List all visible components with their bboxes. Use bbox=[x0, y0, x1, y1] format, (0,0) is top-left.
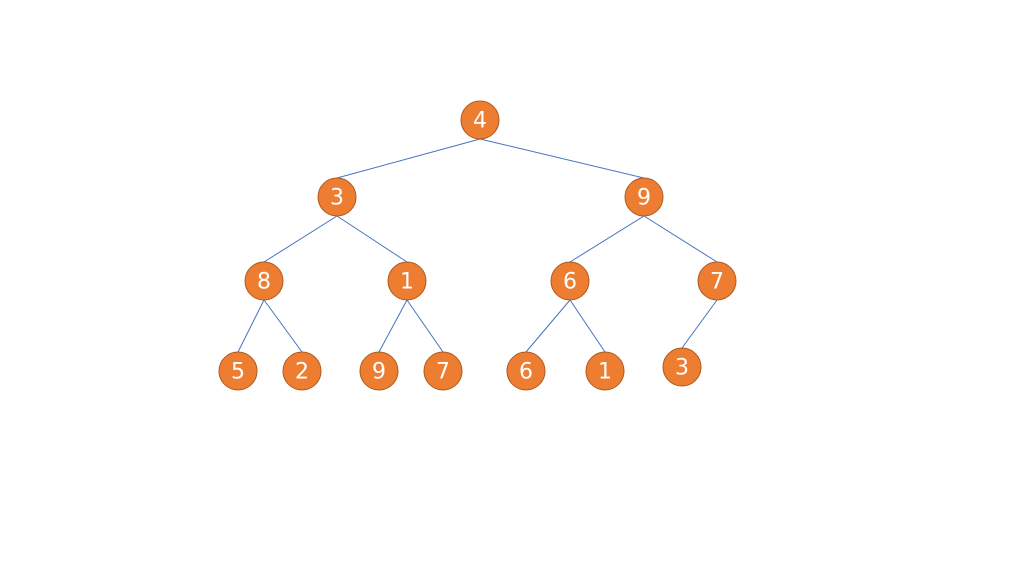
tree-node-n9: 9 bbox=[359, 351, 399, 391]
node-circle bbox=[460, 100, 500, 140]
tree-node-n6: 7 bbox=[697, 261, 737, 301]
edge-n5-n12 bbox=[569, 299, 606, 353]
tree-node-n5: 6 bbox=[550, 261, 590, 301]
edge-n4-n10 bbox=[406, 299, 444, 353]
tree-node-n10: 7 bbox=[423, 351, 463, 391]
node-circle bbox=[218, 351, 258, 391]
tree-edges bbox=[237, 138, 718, 353]
node-circle bbox=[244, 261, 284, 301]
node-circle bbox=[423, 351, 463, 391]
tree-node-n2: 9 bbox=[624, 177, 664, 217]
edge-n0-n1 bbox=[336, 138, 481, 179]
tree-node-n8: 2 bbox=[282, 351, 322, 391]
tree-node-n4: 1 bbox=[387, 261, 427, 301]
edge-n3-n8 bbox=[263, 299, 303, 353]
node-circle bbox=[662, 347, 702, 387]
node-label: 4 bbox=[473, 109, 487, 134]
node-label: 5 bbox=[231, 360, 245, 385]
node-circle bbox=[282, 351, 322, 391]
tree-node-n3: 8 bbox=[244, 261, 284, 301]
edge-n1-n3 bbox=[263, 215, 338, 263]
node-circle bbox=[550, 261, 590, 301]
node-circle bbox=[387, 261, 427, 301]
node-label: 9 bbox=[372, 360, 386, 385]
edge-n1-n4 bbox=[336, 215, 408, 263]
node-label: 3 bbox=[675, 356, 689, 381]
node-circle bbox=[359, 351, 399, 391]
tree-node-n1: 3 bbox=[317, 177, 357, 217]
node-label: 8 bbox=[257, 270, 271, 295]
node-circle bbox=[585, 351, 625, 391]
edge-n3-n7 bbox=[237, 299, 265, 353]
node-label: 6 bbox=[563, 270, 577, 295]
edge-n6-n13 bbox=[681, 299, 718, 349]
node-circle bbox=[697, 261, 737, 301]
node-label: 7 bbox=[710, 270, 724, 295]
tree-node-n0: 4 bbox=[460, 100, 500, 140]
node-label: 9 bbox=[637, 186, 651, 211]
edge-n0-n2 bbox=[479, 138, 645, 179]
node-label: 3 bbox=[330, 186, 344, 211]
edge-n4-n9 bbox=[378, 299, 408, 353]
node-circle bbox=[506, 351, 546, 391]
node-label: 6 bbox=[519, 360, 533, 385]
tree-node-n11: 6 bbox=[506, 351, 546, 391]
edge-n2-n6 bbox=[643, 215, 718, 263]
tree-node-n13: 3 bbox=[662, 347, 702, 387]
node-label: 1 bbox=[400, 270, 414, 295]
tree-node-n12: 1 bbox=[585, 351, 625, 391]
node-circle bbox=[624, 177, 664, 217]
edge-n5-n11 bbox=[525, 299, 571, 353]
node-label: 1 bbox=[598, 360, 612, 385]
node-label: 7 bbox=[436, 360, 450, 385]
tree-node-n7: 5 bbox=[218, 351, 258, 391]
tree-nodes: 4 3 9 8 1 6 7 5 2 9 7 6 1 3 bbox=[218, 100, 737, 391]
edge-n2-n5 bbox=[569, 215, 645, 263]
node-label: 2 bbox=[295, 360, 309, 385]
node-circle bbox=[317, 177, 357, 217]
